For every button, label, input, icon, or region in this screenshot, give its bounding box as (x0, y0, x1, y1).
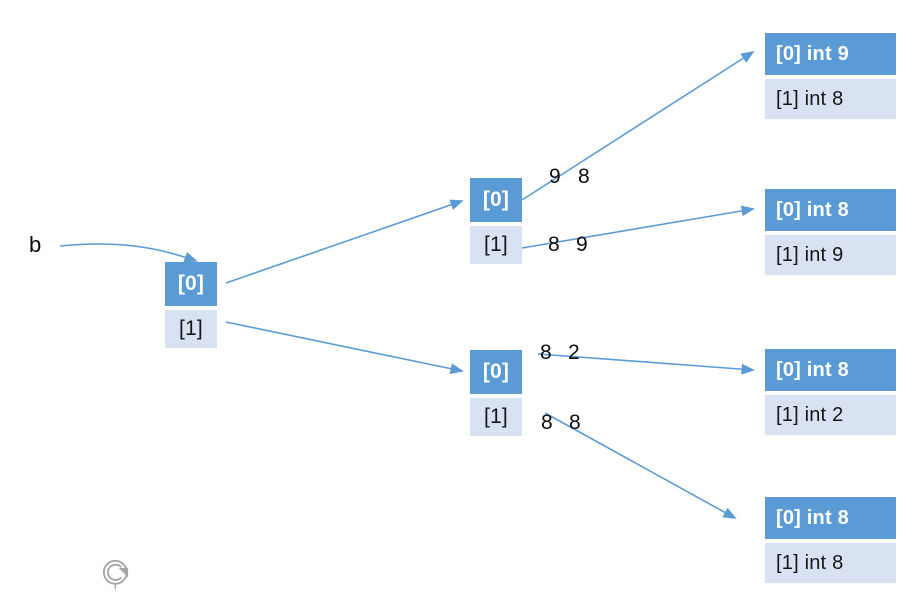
root-cell-1[interactable]: [1] (165, 310, 217, 348)
leaf-4-cell-0[interactable]: [0] int 8 (765, 497, 896, 539)
mid-bottom-cell-1[interactable]: [1] (470, 398, 522, 436)
edge-label-midbottom-1-left: 8 (541, 411, 553, 434)
edge-label-midbottom-0-right: 2 (568, 341, 580, 364)
leaf-array-1[interactable]: [0] int 9 [1] int 8 (765, 33, 896, 119)
mid-top-cell-1[interactable]: [1] (470, 226, 522, 264)
leaf-3-cell-0[interactable]: [0] int 8 (765, 349, 896, 391)
edge-label-midtop-1-left: 8 (548, 233, 560, 256)
mid-array-top[interactable]: [0] [1] (470, 178, 522, 264)
mid-top-cell-0[interactable]: [0] (470, 178, 522, 222)
edge-label-midtop-1-right: 9 (576, 233, 588, 256)
mid-bottom-cell-0[interactable]: [0] (470, 350, 522, 394)
leaf-2-cell-0[interactable]: [0] int 8 (765, 189, 896, 231)
mid-array-bottom[interactable]: [0] [1] (470, 350, 522, 436)
variable-label-b: b (29, 232, 42, 257)
edge-root0-to-midtop (225, 199, 464, 284)
edge-label-midbottom-1-right: 8 (569, 411, 581, 434)
leaf-1-cell-1[interactable]: [1] int 8 (765, 79, 896, 119)
leaf-array-2[interactable]: [0] int 8 [1] int 9 (765, 189, 896, 275)
edge-label-midtop-0-right: 8 (578, 165, 590, 188)
leaf-array-4[interactable]: [0] int 8 [1] int 8 (765, 497, 896, 583)
leaf-1-cell-0[interactable]: [0] int 9 (765, 33, 896, 75)
leaf-4-cell-1[interactable]: [1] int 8 (765, 543, 896, 583)
leaf-2-cell-1[interactable]: [1] int 9 (765, 235, 896, 275)
edge-label-midtop-0-left: 9 (549, 165, 561, 188)
leaf-array-3[interactable]: [0] int 8 [1] int 2 (765, 349, 896, 435)
root-cell-0[interactable]: [0] (165, 262, 217, 306)
edge-label-midbottom-0-left: 8 (540, 341, 552, 364)
watermark-logo (102, 559, 129, 590)
edge-b-to-root (59, 243, 198, 263)
leaf-3-cell-1[interactable]: [1] int 2 (765, 395, 896, 435)
root-array[interactable]: [0] [1] (165, 262, 217, 348)
edge-root1-to-midbottom (225, 321, 464, 374)
